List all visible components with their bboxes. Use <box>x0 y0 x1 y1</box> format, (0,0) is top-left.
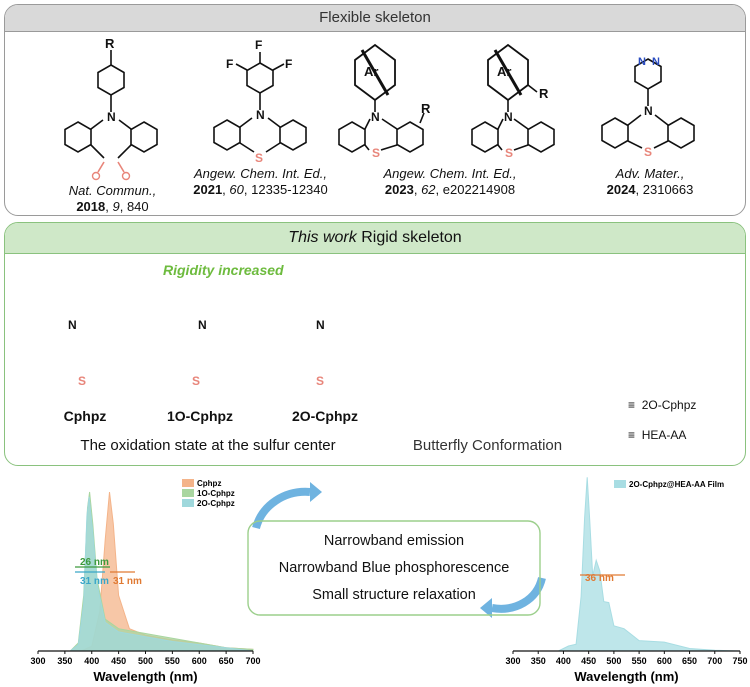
legend-label: 1O-Cphpz <box>197 489 235 498</box>
x-axis-title: Wavelength (nm) <box>574 669 678 684</box>
fwhm-label: 31 nm <box>113 576 142 587</box>
feature-1: Narrowband emission <box>323 533 465 549</box>
structure-4 <box>601 58 695 149</box>
ref-3: Angew. Chem. Int. Ed., 2023, 62, e202214… <box>383 166 517 197</box>
label-f-top: F <box>255 38 263 52</box>
label-ar-3a: Ar <box>364 64 379 79</box>
legend-swatch <box>182 489 194 497</box>
legend-swatch <box>614 480 626 488</box>
key-features-box <box>247 520 541 616</box>
label-s-2: S <box>255 151 264 165</box>
label-s-4: S <box>644 145 653 159</box>
legend-label: 2O-Cphpz <box>197 499 235 508</box>
x-tick-label: 650 <box>219 656 234 666</box>
x-tick-label: 450 <box>111 656 126 666</box>
label-n-3a: N <box>371 110 380 124</box>
butterfly-caption: Butterfly Conformation <box>412 437 563 454</box>
structure-2 <box>213 52 307 153</box>
label-n-1: N <box>107 110 116 124</box>
feature-3: Small structure relaxation <box>312 587 476 603</box>
x-tick-label: 500 <box>606 656 621 666</box>
fwhm-label: 36 nm <box>585 573 614 584</box>
molecule-name-cphpz: Cphpz <box>63 408 107 424</box>
legend-2o-cphpz: ≡ 2O-Cphpz <box>628 398 697 412</box>
oxidation-caption: The oxidation state at the sulfur center <box>80 437 336 454</box>
x-tick-label: 350 <box>531 656 546 666</box>
label-r-1: R <box>105 36 115 51</box>
label-n-pyr-1: N <box>638 56 646 68</box>
structure-1 <box>64 50 158 181</box>
legend-label: Cphpz <box>197 479 221 488</box>
flexible-skeleton-title: Flexible skeleton <box>5 5 745 32</box>
fwhm-label: 26 nm <box>80 557 109 568</box>
label-f-left: F <box>226 57 234 71</box>
structure-3a <box>338 43 425 153</box>
emission-chart-film: 300 350 400 450 500 550 600 650 700 750Wavelength… <box>505 477 748 684</box>
molecule-name-2o-cphpz: 2O-Cphpz <box>291 408 359 424</box>
molecule-name-1o-cphpz: 1O-Cphpz <box>166 408 234 424</box>
label-r-3b: R <box>539 86 549 101</box>
x-tick-label: 550 <box>632 656 647 666</box>
series-area-0 <box>558 477 741 652</box>
fwhm-label: 31 nm <box>80 576 109 587</box>
label-s-m3: S <box>316 374 325 388</box>
x-tick-label: 400 <box>84 656 99 666</box>
label-n-2: N <box>256 108 265 122</box>
feature-2: Narrowband Blue phosphorescence <box>278 560 510 576</box>
legend-label: 2O-Cphpz@HEA-AA Film <box>629 480 724 489</box>
x-tick-label: 600 <box>657 656 672 666</box>
x-tick-label: 650 <box>682 656 697 666</box>
rigidity-label: Rigidity increased <box>163 262 284 278</box>
x-tick-label: 700 <box>245 656 260 666</box>
x-tick-label: 300 <box>505 656 520 666</box>
label-r-3a: R <box>421 101 431 116</box>
label-s-3a: S <box>372 146 381 160</box>
structure-3b <box>471 43 555 153</box>
x-tick-label: 350 <box>57 656 72 666</box>
label-s-m2: S <box>192 374 201 388</box>
x-tick-label: 700 <box>707 656 722 666</box>
x-tick-label: 750 <box>732 656 747 666</box>
x-axis-title: Wavelength (nm) <box>93 669 197 684</box>
label-n-3b: N <box>504 110 513 124</box>
x-tick-label: 400 <box>556 656 571 666</box>
legend-swatch <box>182 479 194 487</box>
x-tick-label: 600 <box>192 656 207 666</box>
label-n-pyr-2: N <box>652 56 660 68</box>
ref-2: Angew. Chem. Int. Ed., 2021, 60, 12335-1… <box>193 166 328 197</box>
x-tick-label: 500 <box>138 656 153 666</box>
x-tick-label: 450 <box>581 656 596 666</box>
legend-swatch <box>182 499 194 507</box>
label-n-4: N <box>644 104 653 118</box>
x-tick-label: 300 <box>30 656 45 666</box>
label-ar-3b: Ar <box>497 64 512 79</box>
ref-4: Adv. Mater., 2024, 2310663 <box>606 166 694 197</box>
label-n-m1: N <box>68 318 77 332</box>
series-area-2 <box>69 496 254 652</box>
label-f-right: F <box>285 57 293 71</box>
x-tick-label: 550 <box>165 656 180 666</box>
label-s-m1: S <box>78 374 87 388</box>
label-s-3b: S <box>505 146 514 160</box>
legend-hea-aa: ≡ HEA-AA <box>628 428 687 442</box>
ref-1: Nat. Commun., 2018, 9, 840 <box>68 183 157 214</box>
label-n-m2: N <box>198 318 207 332</box>
flexible-skeleton-panel: Flexible skeleton <box>4 4 746 216</box>
label-n-m3: N <box>316 318 325 332</box>
rigid-skeleton-title: This work Rigid skeleton <box>5 223 745 254</box>
rigid-skeleton-panel: This work Rigid skeleton <box>4 222 746 466</box>
